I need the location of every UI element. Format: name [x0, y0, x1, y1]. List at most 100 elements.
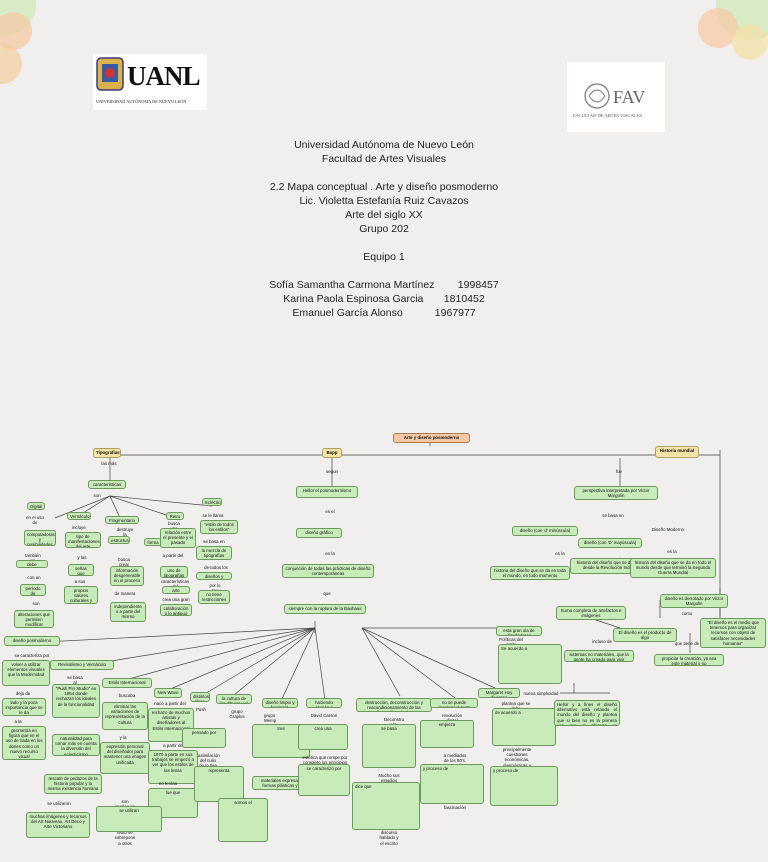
decorative-circle [732, 24, 768, 60]
concept-node: se caracteriza por [14, 653, 50, 658]
tipografias-node: Tipografías [93, 448, 121, 458]
concept-node: New Wave [154, 688, 182, 698]
concept-node: Fragmentario [105, 516, 139, 524]
historia-mundial-node: Historia mundial [655, 446, 699, 458]
concept-node: diseño gráfico [296, 528, 342, 538]
concept-node: eliminar las variaciones de representaci… [102, 702, 148, 730]
connector-line [109, 495, 121, 519]
concept-node: representa [194, 766, 244, 802]
concept-node: Push [195, 707, 206, 712]
connector-line [197, 627, 316, 699]
concept-node: nace a partir del [154, 701, 186, 706]
concept-node: de todos los [204, 565, 228, 570]
concept-node: diseño es derrotado por Victor Margolin [660, 594, 728, 608]
concept-node: deja de [15, 691, 31, 696]
concept-node: relación entre el presente y el pasado [160, 528, 196, 548]
concept-node: no tiene restricciones [198, 590, 230, 604]
connector-line [361, 627, 456, 699]
concept-node: David Carson [310, 713, 338, 718]
connector-line [54, 495, 111, 519]
concept-node: fue [615, 469, 623, 474]
connector-line [361, 627, 496, 689]
concept-node: colaboración o lo antiguo [160, 604, 192, 616]
concept-node: historia del diseño que se da en todo el… [630, 558, 716, 578]
concept-node: información desgenerable en el proceso [110, 566, 144, 586]
cover-line: Facultad de Artes Visuales [321, 153, 447, 165]
concept-node: período de cambio [20, 584, 46, 596]
concept-node: crea una gran [162, 597, 190, 602]
concept-node: diseño posmoderno [4, 636, 60, 646]
concept-node: es la [555, 551, 565, 556]
concept-node: Retro [166, 512, 184, 520]
concept-node: estructura [108, 536, 130, 544]
concept-node: grupo Graplus [229, 709, 245, 720]
cover-line: Arte del siglo XX [345, 209, 423, 221]
concept-node: busca crear [118, 557, 130, 568]
fav-name: FAV [613, 87, 646, 107]
concept-node: y proceso de [420, 764, 484, 804]
concept-node: materiales expresar formas plásticas y i… [252, 776, 308, 790]
concept-node: somos el [218, 798, 268, 842]
concept-node: señas que adaptaron [68, 564, 94, 576]
concept-node: que tiene de [674, 641, 700, 646]
concept-node: a sus [74, 579, 86, 584]
concept-node: las más [101, 461, 117, 466]
concept-node: destrucción, deconstrucción y reacondici… [356, 698, 432, 712]
connector-line [109, 495, 213, 507]
concept-node: Hellor el posmodernismo [296, 486, 358, 498]
concept-node: nueva simplicidad [523, 691, 559, 696]
concept-node: distintos tipos de líneas y espesores y … [190, 692, 210, 702]
concept-node: con un [27, 575, 41, 580]
concept-node: destruye la [116, 527, 134, 538]
concept-node: Hellor y a fines el diseño alternativo e… [554, 700, 620, 726]
connector-line [314, 627, 326, 701]
concept-node: es el [325, 509, 335, 514]
concept-node: que [323, 591, 331, 596]
concept-node: dice que [352, 782, 420, 830]
concept-node: sistemas no materiales, que la gente ha … [564, 650, 634, 662]
concept-node: a la [14, 719, 22, 724]
concept-node: es la [667, 549, 677, 554]
concept-node: diseño limpio y funcional, negado la aut… [262, 698, 298, 708]
connector-line [361, 627, 401, 697]
bapp-node: Bapp [322, 448, 342, 458]
fav-logo: FAV FACULTAD DE ARTES VISUALES [567, 62, 665, 132]
fav-emblem-icon [584, 83, 610, 109]
concept-node: como [681, 611, 693, 616]
concept-node: Diseño Moderno [651, 527, 685, 532]
cover-line: Emanuel García Alonso 1967977 [292, 307, 476, 319]
concept-node: y la [119, 735, 127, 740]
concept-node: la cultura de los dibujos y el pop, dese… [216, 694, 252, 704]
concept-node: historia del diseño que se da en toda el… [490, 566, 570, 580]
concept-node: Suma completa de artefactos e imágenes [556, 606, 626, 620]
concept-node: propiciar la creación, ya sea este mater… [654, 654, 724, 666]
concept-node: incluso de [592, 639, 612, 644]
concept-node: no se puede imaginar el texto como neutr… [430, 698, 478, 708]
concept-node: arte pasado [162, 586, 190, 594]
connector-line [79, 627, 316, 667]
cover-line [0, 236, 768, 250]
concept-node: esta gran ola de diseñadores agrupamos l… [496, 626, 542, 636]
concept-node: computadoras y posibilidades técnicas [24, 530, 56, 546]
concept-node: debe relacionar [16, 560, 48, 568]
concept-node: se le llama [202, 513, 224, 518]
decorative-circle [698, 8, 738, 48]
cover-line: Karina Paola Espinosa Garcia 1810452 [283, 293, 485, 305]
concept-node: se basa en [203, 539, 225, 544]
uanl-crest-icon [96, 57, 124, 91]
root-node: Arte y diseño posmoderno [393, 433, 470, 443]
connector-line [227, 627, 316, 701]
concept-node: no tenían [158, 781, 178, 786]
connector-line [24, 627, 316, 644]
concept-node: El diseño es el producto de algo [613, 628, 677, 642]
connector-line [109, 495, 176, 519]
concept-node: a partir del [162, 553, 184, 558]
concept-node: geometría en figura que en el uso de nad… [2, 726, 46, 760]
concept-node: en el uso de [26, 515, 44, 526]
concept-node: de acuerdo a [492, 708, 556, 746]
concept-node: se caracterizó por [298, 764, 350, 796]
concept-node: Vernáculo [67, 512, 91, 520]
concept-node: perspectiva interpretada por Victor Marg… [574, 486, 658, 500]
concept-node: pensado por [182, 728, 226, 748]
